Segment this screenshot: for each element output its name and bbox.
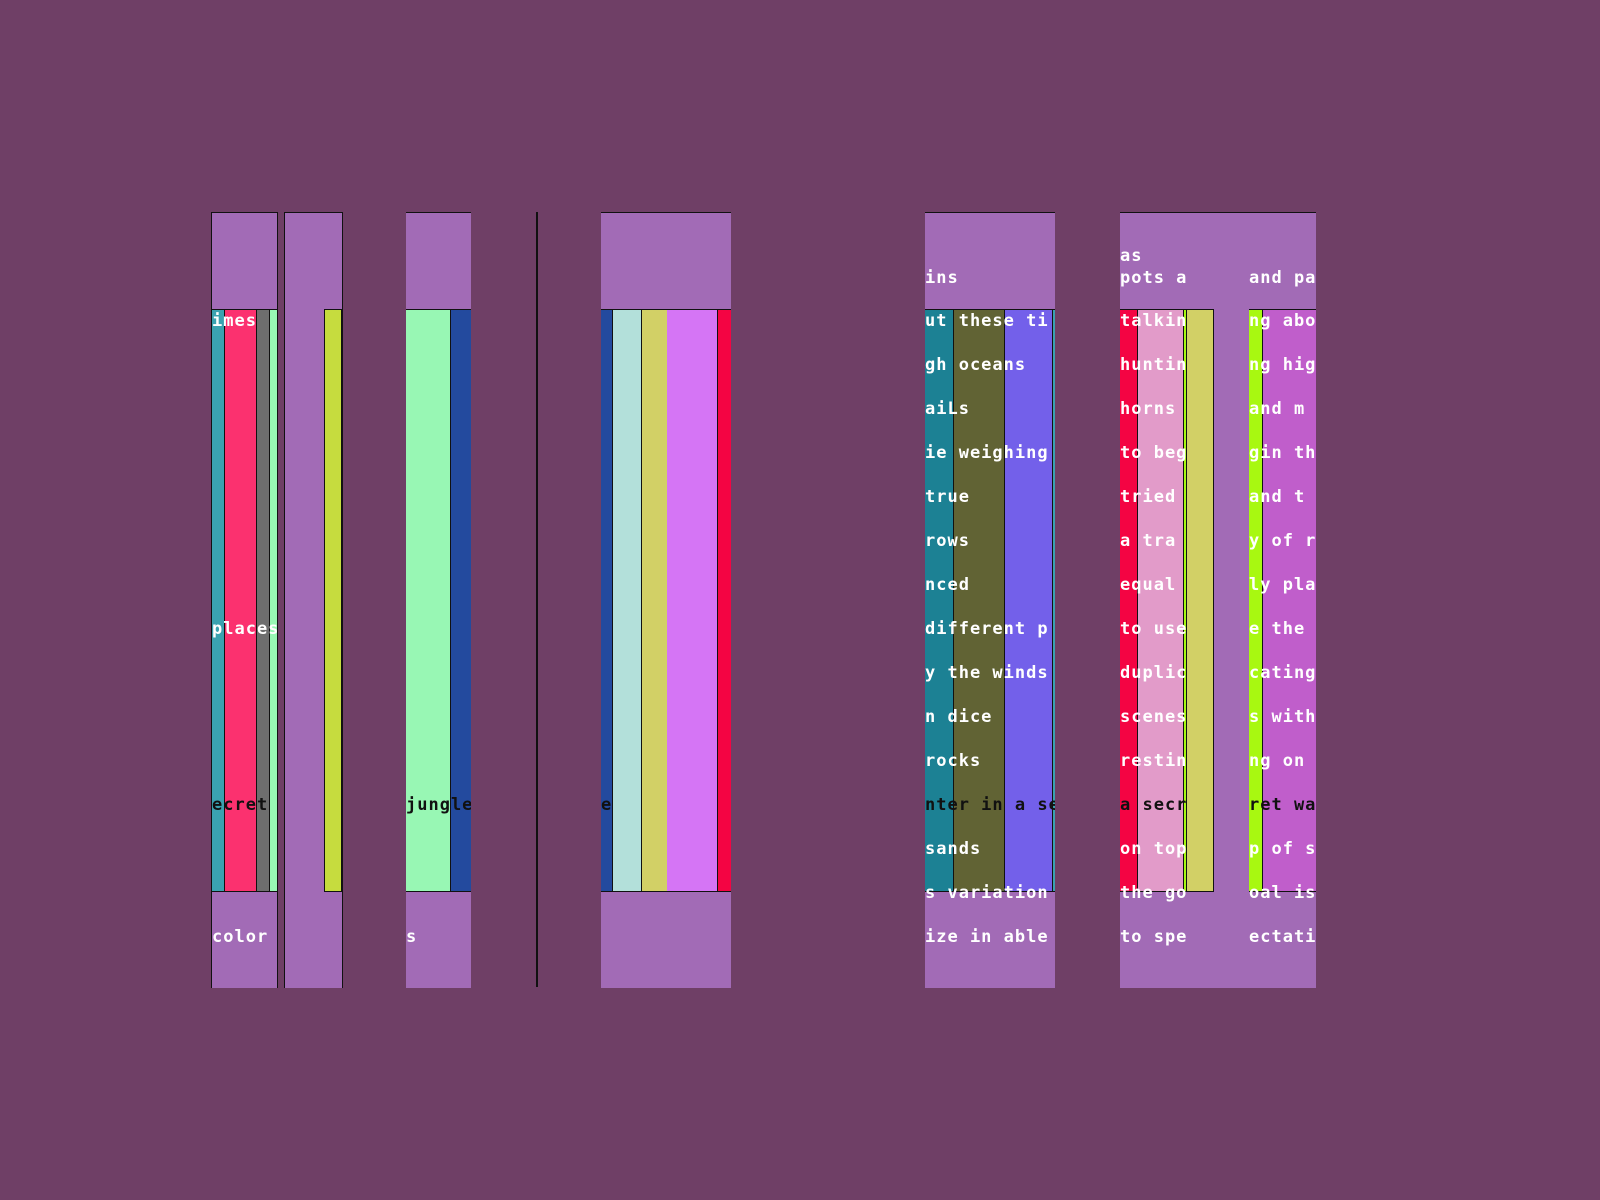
stripe-khaki <box>641 309 667 892</box>
text-line: a secr <box>1120 795 1188 815</box>
text-line: ly pla <box>1249 575 1316 595</box>
text-line: ie weighing <box>925 443 1049 463</box>
stripe-pink <box>1137 309 1183 892</box>
stripe-blueviolet <box>1004 309 1052 892</box>
panel-b <box>284 212 343 988</box>
text-line: huntin <box>1120 355 1188 375</box>
text-line: rows <box>925 531 970 551</box>
text-line: nter in a se <box>925 795 1055 815</box>
text-line: imes <box>212 311 257 331</box>
stripe-pink <box>224 309 256 892</box>
text-line: places <box>212 619 278 639</box>
text-line: e the <box>1249 619 1306 639</box>
header-text: ins <box>925 268 959 288</box>
text-line: to spe <box>1120 927 1188 947</box>
text-lines: and pa ng abo ng hig and m gin th and t y of r… <box>1249 213 1316 988</box>
stripe-teal <box>212 309 224 892</box>
text-line: to use <box>1120 619 1188 639</box>
text-line: sands <box>925 839 982 859</box>
header-text: as <box>1120 246 1143 266</box>
text-line: the go <box>1120 883 1188 903</box>
text-line: s variation <box>925 883 1049 903</box>
stripe-teal <box>925 309 953 892</box>
text-line: scenes <box>1120 707 1188 727</box>
text-line: n dice <box>925 707 993 727</box>
text-line: ng abo <box>1249 311 1316 331</box>
header-text: pots a <box>1120 268 1188 288</box>
text-line: y the winds <box>925 663 1049 683</box>
text-line: ectati <box>1249 927 1316 947</box>
text-line: tried <box>1120 487 1177 507</box>
stripe-olive <box>953 309 1004 892</box>
text-line: cating <box>1249 663 1316 683</box>
divider-line <box>536 212 538 987</box>
text-line: duplic <box>1120 663 1188 683</box>
text-line: on top <box>1120 839 1188 859</box>
text-line: s with <box>1249 707 1316 727</box>
stripe-red <box>717 309 731 892</box>
stripe-violet <box>667 309 717 892</box>
text-line: and m <box>1249 399 1306 419</box>
stripe-gray <box>256 309 269 892</box>
stripe-lime <box>324 309 342 892</box>
text-line: ecret <box>212 795 269 815</box>
text-line: s <box>406 927 418 947</box>
stripe-mint <box>406 309 450 892</box>
stripe-mint <box>269 309 277 892</box>
stripe-khaki <box>1186 309 1214 892</box>
text-line: ng on <box>1249 751 1306 771</box>
header-text: and pa <box>1249 268 1316 288</box>
text-line: true <box>925 487 970 507</box>
text-line: gin th <box>1249 443 1316 463</box>
text-line: p of s <box>1249 839 1316 859</box>
text-line: aiLs <box>925 399 970 419</box>
text-line: rocks <box>925 751 982 771</box>
text-line: ize in able <box>925 927 1049 947</box>
text-line: ut these ti <box>925 311 1049 331</box>
text-line: and t <box>1249 487 1306 507</box>
text-line: horns <box>1120 399 1177 419</box>
text-line: color <box>212 927 269 947</box>
stripe-teal-edge <box>1052 309 1055 892</box>
text-line: jungle <box>406 795 471 815</box>
panel-e: ins ut these ti gh oceans aiLs ie weighing tr… <box>925 212 1055 988</box>
panel-c: jungle s <box>406 212 471 988</box>
text-line: nced <box>925 575 970 595</box>
text-line: equal <box>1120 575 1177 595</box>
stripe-blue <box>450 309 471 892</box>
text-line: a tra <box>1120 531 1177 551</box>
text-line: different p <box>925 619 1049 639</box>
text-line: gh oceans <box>925 355 1027 375</box>
text-line: ng hig <box>1249 355 1316 375</box>
panel-d: e <box>601 212 731 988</box>
stripe-chartreuse <box>1249 309 1262 892</box>
text-line: e <box>601 795 613 815</box>
text-line: talkin <box>1120 311 1188 331</box>
text-line: oal is <box>1249 883 1316 903</box>
text-line: restin <box>1120 751 1188 771</box>
stripe-orchid <box>1262 309 1316 892</box>
panel-a: imes places ecret color <box>211 212 278 988</box>
stripe-red <box>1120 309 1137 892</box>
text-line: y of r <box>1249 531 1316 551</box>
stripe-blue <box>601 309 612 892</box>
stripe-chartreuse <box>1183 309 1186 892</box>
text-line: ret wa <box>1249 795 1316 815</box>
stripe-cyan <box>612 309 641 892</box>
text-line: to beg <box>1120 443 1188 463</box>
